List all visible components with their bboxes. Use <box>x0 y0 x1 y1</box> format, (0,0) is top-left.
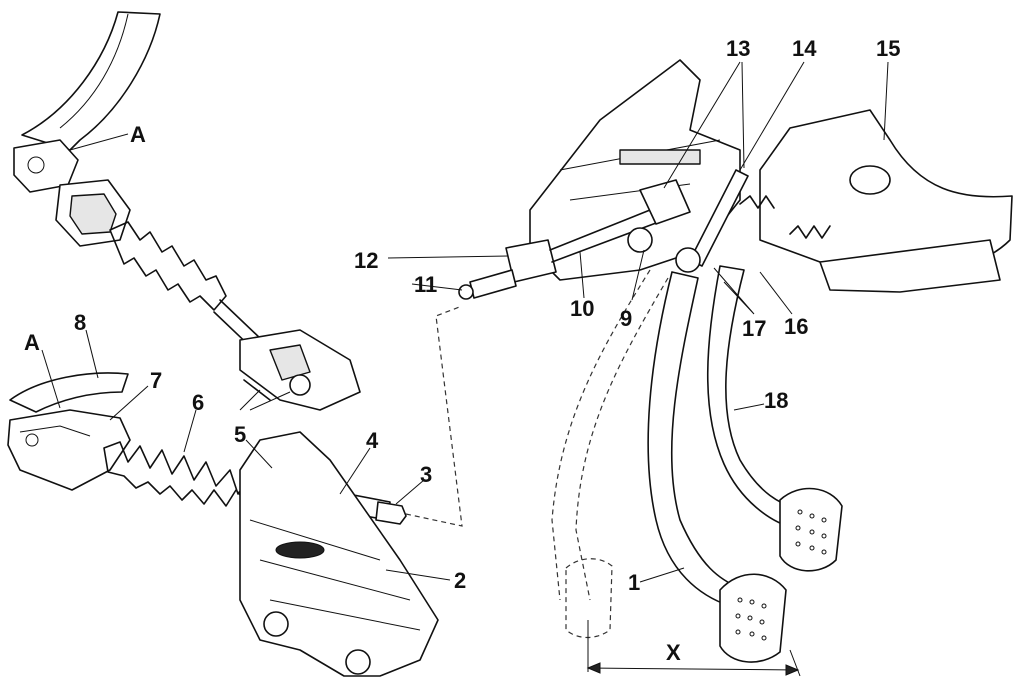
label-18: 18 <box>764 388 788 413</box>
leader-8 <box>85 329 99 379</box>
pedal-pad-1 <box>719 573 787 663</box>
label-11: 11 <box>414 272 437 297</box>
leader-11 <box>411 283 463 291</box>
leader-6 <box>183 409 197 453</box>
leader-18 <box>733 403 765 411</box>
leader-9 <box>631 249 645 301</box>
upper-mount-edge <box>243 379 271 401</box>
leader-4 <box>339 447 371 495</box>
label-a-top: A <box>130 122 146 147</box>
pedal-box-assembly <box>458 59 1013 677</box>
rod-end-3 <box>375 501 407 525</box>
leader-a-top <box>69 133 129 151</box>
pedal-ghost-arm <box>551 269 651 601</box>
upper-bellows <box>109 221 227 311</box>
bracket-2-slot <box>275 541 325 559</box>
label-3: 3 <box>420 462 432 487</box>
dimension-x-arrow-right <box>785 664 800 676</box>
bracket-7-hole <box>25 433 39 447</box>
label-10: 10 <box>570 296 594 321</box>
bracket-2 <box>239 431 439 677</box>
firewall-lower-flange <box>819 239 1001 293</box>
leader-lines <box>41 61 889 583</box>
pin-9 <box>627 227 653 253</box>
pedal-ghost-pad <box>565 558 613 639</box>
mount-slot <box>619 149 701 165</box>
label-4: 4 <box>366 428 379 453</box>
leader-15 <box>883 61 889 141</box>
connection-line <box>405 305 463 527</box>
fender-edge <box>59 13 129 129</box>
pedal-pad-18 <box>779 487 843 572</box>
label-9: 9 <box>620 306 632 331</box>
leader-2 <box>385 569 451 581</box>
label-13: 13 <box>726 36 750 61</box>
pivot-bolt <box>675 247 701 273</box>
pedal-pad-18-dots <box>795 509 827 555</box>
label-8: 8 <box>74 310 86 335</box>
leader-14 <box>739 61 805 171</box>
label-17: 17 <box>742 316 766 341</box>
leader-10 <box>579 251 585 299</box>
link-10-bottom <box>551 219 665 263</box>
bracket-7-edge <box>19 425 91 437</box>
leader-1 <box>639 567 685 583</box>
lower-bellows-6 <box>103 441 257 507</box>
upper-mount-nut <box>269 344 311 381</box>
leader-17 <box>713 267 755 315</box>
firewall-hole <box>849 165 891 195</box>
leader-5 <box>245 439 273 469</box>
label-7: 7 <box>150 368 162 393</box>
bracket-2-shading <box>249 519 421 631</box>
bracket-2-bolt-right <box>345 649 371 675</box>
dimension-x-line <box>587 667 799 671</box>
label-15: 15 <box>876 36 900 61</box>
leader-16 <box>759 271 793 315</box>
dimension-x-arrow-left <box>586 662 601 674</box>
fender-panel <box>21 11 161 151</box>
part-labels: A A 8 7 6 5 4 3 2 11 12 10 9 13 14 15 16… <box>24 36 900 665</box>
link-10-top <box>549 205 661 251</box>
leader-12 <box>387 255 509 259</box>
label-6: 6 <box>192 390 204 415</box>
label-1: 1 <box>628 570 640 595</box>
label-12: 12 <box>354 248 378 273</box>
pushrod-tip <box>458 284 474 300</box>
panel-8 <box>9 372 129 413</box>
leader-3 <box>395 479 425 505</box>
bracket-hole <box>27 156 45 174</box>
return-spring-16 <box>789 225 831 239</box>
leader-7 <box>109 385 149 421</box>
pedal-pad-1-dots <box>735 597 767 641</box>
leader-13 <box>663 61 745 189</box>
label-16: 16 <box>784 314 808 339</box>
pushrod-11 <box>469 269 517 299</box>
label-5: 5 <box>234 422 246 447</box>
upper-cable-assembly <box>13 11 361 411</box>
lower-cable-assembly <box>7 305 463 677</box>
leader-a-left <box>41 349 61 409</box>
label-x: X <box>666 640 681 665</box>
upper-rod <box>219 299 263 341</box>
bracket-7 <box>7 409 131 491</box>
pedal-ghost-arm-edge <box>575 277 669 601</box>
clevis-13 <box>639 179 691 225</box>
return-spring-14 <box>739 195 775 209</box>
leader-5-top <box>239 389 291 411</box>
upper-mount-hole <box>289 374 311 396</box>
bracket-2-bolt-left <box>263 611 289 637</box>
label-a-left: A <box>24 330 40 355</box>
dimension-x-right-tick <box>789 649 801 677</box>
label-14: 14 <box>792 36 817 61</box>
label-2: 2 <box>454 568 466 593</box>
